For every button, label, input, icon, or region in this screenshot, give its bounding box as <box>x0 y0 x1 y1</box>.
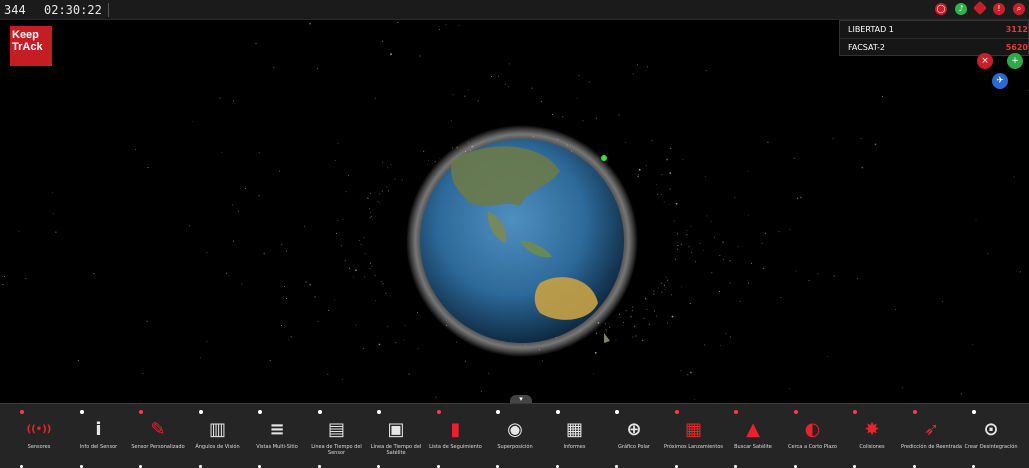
menu-button-15[interactable]: ✸ Colisiones <box>841 404 903 468</box>
status-dot <box>139 410 143 414</box>
menu-button-label: Línea de Tiempo del Satélite <box>370 444 422 456</box>
info-icon[interactable]: ! <box>993 3 1005 15</box>
menu-button-label: Informes <box>563 444 586 450</box>
status-dot <box>615 410 619 414</box>
status-dot <box>436 410 441 414</box>
status-dot <box>674 410 679 414</box>
info-icon: i <box>95 418 102 440</box>
keeptrack-logo: Keep TrAck <box>10 26 52 66</box>
status-dot <box>198 410 203 414</box>
menu-button-label: Sensor Personalizado <box>131 444 185 450</box>
menu-button-label: Ángulos de Visión <box>195 444 240 450</box>
watchlist-sat-id: 5620 <box>1005 43 1028 52</box>
menu-button-8[interactable]: ▮ Lista de Seguimiento <box>425 404 487 468</box>
status-dot <box>912 410 917 414</box>
status-dot <box>496 410 500 414</box>
layers-icon[interactable] <box>972 0 988 16</box>
wrench-icon: ✎ <box>150 418 166 440</box>
calendar-icon: ▦ <box>684 418 702 440</box>
reentry-icon: ➶ <box>923 418 940 440</box>
status-dot <box>79 410 84 414</box>
satellite-count: 344 <box>4 3 26 17</box>
status-dot <box>377 410 381 414</box>
menu-button-label: Superposición <box>497 444 533 450</box>
watchlist-sat-id: 3112 <box>1005 25 1028 34</box>
logo-line-2: TrAck <box>12 41 43 53</box>
watchlist-row[interactable]: FACSAT-2 5620 <box>840 38 1028 55</box>
menu-button-12[interactable]: ▦ Próximos Lanzamientos <box>663 404 725 468</box>
menu-button-label: Buscar Satélite <box>734 444 772 450</box>
menu-button-5[interactable]: ≡ Vistas Multi-Sitio <box>246 404 308 468</box>
status-dot <box>853 410 857 414</box>
bookmark-icon: ▮ <box>450 418 461 440</box>
watchlist-row[interactable]: LIBERTAD 1 3112 <box>840 21 1028 38</box>
table-icon: ▥ <box>208 418 226 440</box>
menu-button-label: Predicción de Reentrada <box>901 444 962 450</box>
menu-button-label: Gráfico Polar <box>618 444 650 450</box>
menu-button-7[interactable]: ▣ Línea de Tiempo del Satélite <box>365 404 427 468</box>
landmasses <box>451 146 610 343</box>
menu-toggle-button[interactable]: ▾ <box>510 395 532 404</box>
watchlist-panel: LIBERTAD 1 3112 FACSAT-2 5620 <box>839 20 1029 56</box>
menu-button-11[interactable]: ⊕ Gráfico Polar <box>603 404 665 468</box>
status-dot <box>20 410 24 414</box>
broadcast-icon: ((•)) <box>26 423 52 435</box>
menu-button-label: Lista de Seguimiento <box>429 444 482 450</box>
add-icon[interactable]: + <box>1007 53 1023 69</box>
menu-button-label: Cerca a Corto Plazo <box>788 444 837 450</box>
search-icon[interactable]: ⌕ <box>1013 3 1025 15</box>
timeline-box-icon: ▣ <box>387 418 405 440</box>
menu-button-4[interactable]: ▥ Ángulos de Visión <box>187 404 249 468</box>
menu-button-16[interactable]: ➶ Predicción de Reentrada <box>901 404 963 468</box>
status-dot <box>555 410 560 414</box>
menu-button-17[interactable]: ⊙ Crear Desintegración <box>960 404 1022 468</box>
crosshair-icon: ⊕ <box>626 418 642 440</box>
menu-button-label: Info del Sensor <box>79 444 118 450</box>
menu-button-label: Crear Desintegración <box>964 444 1018 450</box>
document-icon: ▦ <box>565 418 583 440</box>
menu-button-3[interactable]: ✎ Sensor Personalizado <box>127 404 189 468</box>
list-icon: ≡ <box>269 418 285 440</box>
satellite-icon[interactable]: ✈ <box>992 73 1008 89</box>
menu-button-label: Sensores <box>27 444 51 450</box>
timeline-icon: ▤ <box>327 418 345 440</box>
menu-button-1[interactable]: ((•)) Sensores <box>8 404 70 468</box>
menu-button-label: Vistas Multi-Sitio <box>256 444 298 450</box>
proximity-icon: ◐ <box>804 418 821 440</box>
logo-line-1: Keep <box>12 29 39 41</box>
earth-globe-view[interactable] <box>0 21 1029 401</box>
menu-button-label: Línea de Tiempo del Sensor <box>311 444 362 456</box>
menu-button-6[interactable]: ▤ Línea de Tiempo del Sensor <box>306 404 368 468</box>
find-satellite-icon: ▲ <box>746 418 760 440</box>
status-dot <box>734 410 738 414</box>
menu-button-14[interactable]: ◐ Cerca a Corto Plazo <box>782 404 844 468</box>
eye-icon: ◉ <box>507 418 523 440</box>
watchlist-sat-name: FACSAT-2 <box>848 43 885 52</box>
collision-icon: ✸ <box>864 418 880 440</box>
menu-button-label: Próximos Lanzamientos <box>663 444 724 450</box>
menu-button-10[interactable]: ▦ Informes <box>544 404 606 468</box>
close-icon[interactable]: × <box>977 53 993 69</box>
breakup-icon: ⊙ <box>983 418 999 440</box>
menu-button-9[interactable]: ◉ Superposición <box>484 404 546 468</box>
menu-button-label: Colisiones <box>859 444 885 450</box>
second-row-peek <box>0 464 1029 468</box>
simulation-clock[interactable]: 02:30:22 <box>44 3 109 17</box>
sound-icon[interactable]: ♪ <box>955 3 967 15</box>
top-status-bar: 344 02:30:22 ◯ ♪ ! ⌕ <box>0 0 1029 20</box>
status-dot <box>793 410 798 414</box>
selected-satellite[interactable] <box>601 155 607 161</box>
menu-button-13[interactable]: ▲ Buscar Satélite <box>722 404 784 468</box>
watchlist-sat-name: LIBERTAD 1 <box>848 25 894 34</box>
github-icon[interactable]: ◯ <box>935 3 947 15</box>
status-dot <box>258 410 262 414</box>
status-dot <box>972 410 976 414</box>
top-icon-group: ◯ ♪ ! ⌕ <box>935 0 1025 16</box>
status-dot <box>317 410 322 414</box>
